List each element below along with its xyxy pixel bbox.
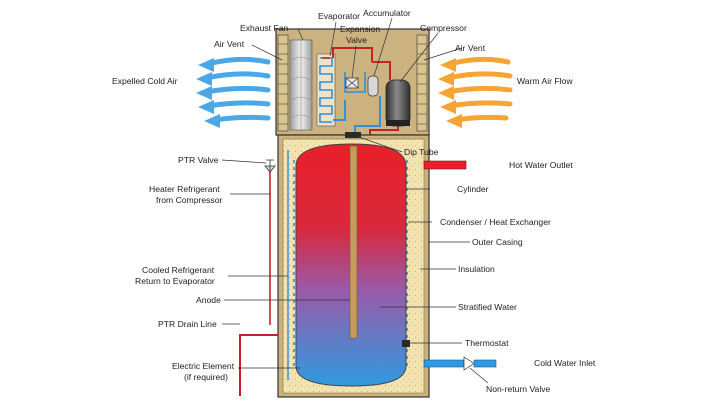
label-warm-air-flow: Warm Air Flow (517, 76, 573, 86)
leader-lines (221, 17, 489, 384)
label-air-vent-right: Air Vent (455, 43, 486, 53)
label-heater-refrigerant-line2: from Compressor (156, 195, 223, 205)
label-ptr-valve: PTR Valve (178, 155, 219, 165)
label-cylinder: Cylinder (457, 184, 489, 194)
expelled-cold-air-arrows-icon (196, 56, 271, 128)
label-electric-element-line2: (if required) (184, 372, 228, 382)
cold-water-inlet-pipe (423, 356, 497, 371)
label-thermostat: Thermostat (465, 338, 509, 348)
ptr-drain-line (239, 334, 278, 396)
label-cold-water-inlet: Cold Water Inlet (534, 358, 596, 368)
label-electric-element-line1: Electric Element (172, 361, 235, 371)
label-exhaust-fan: Exhaust Fan (240, 23, 288, 33)
anode-rod (349, 145, 358, 339)
label-expansion-valve-line2: Valve (346, 35, 367, 45)
label-ptr-drain-line: PTR Drain Line (158, 319, 217, 329)
label-insulation: Insulation (458, 264, 495, 274)
label-heater-refrigerant-line1: Heater Refrigerant (149, 184, 220, 194)
compressor-icon (385, 79, 411, 127)
label-stratified-water: Stratified Water (458, 302, 517, 312)
dip-tube-fitting (345, 132, 361, 138)
thermostat-icon (402, 340, 410, 347)
label-evaporator: Evaporator (318, 11, 360, 21)
label-compressor: Compressor (420, 23, 467, 33)
label-expansion-valve-line1: Expansion (340, 24, 380, 34)
ptr-valve-icon (264, 159, 276, 173)
label-condenser: Condenser / Heat Exchanger (440, 217, 551, 227)
label-cooled-refrigerant-line2: Return to Evaporator (135, 276, 215, 286)
label-dip-tube: Dip Tube (404, 147, 439, 157)
label-expelled-cold-air: Expelled Cold Air (112, 76, 178, 86)
evaporator-coil (316, 53, 336, 127)
label-air-vent-left: Air Vent (214, 39, 245, 49)
label-cooled-refrigerant-line1: Cooled Refrigerant (142, 265, 215, 275)
label-accumulator: Accumulator (363, 8, 411, 18)
label-outer-casing: Outer Casing (472, 237, 523, 247)
left-air-vent-grille (277, 34, 289, 132)
label-hot-water-outlet: Hot Water Outlet (509, 160, 573, 170)
warm-air-flow-arrows-icon (438, 56, 513, 128)
expansion-valve-icon (345, 77, 359, 89)
accumulator-icon (367, 75, 379, 97)
label-anode: Anode (196, 295, 221, 305)
condenser-coils (293, 160, 408, 370)
hot-water-outlet-pipe (423, 160, 467, 170)
exhaust-fan-icon (289, 39, 313, 131)
label-non-return-valve: Non-return Valve (486, 384, 551, 394)
